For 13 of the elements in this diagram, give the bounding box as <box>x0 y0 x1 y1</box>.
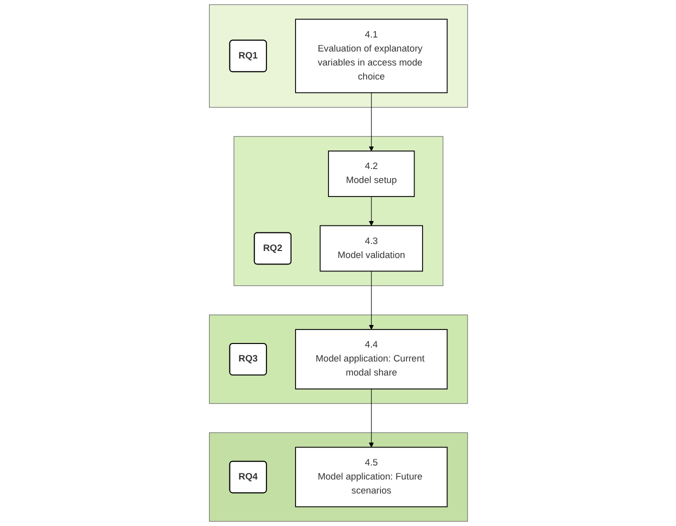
arrow <box>368 270 374 330</box>
cluster <box>208 314 468 404</box>
node-box: 4.4 Model application: Current modal share <box>294 329 448 390</box>
node-box: 4.1 Evaluation of explanatory variables in access mode choice <box>294 18 448 94</box>
arrow <box>368 388 374 448</box>
cluster <box>208 432 468 522</box>
cluster <box>208 4 468 108</box>
node-box: 4.2 Model setup <box>328 150 414 197</box>
node-box: 4.5 Model application: Future scenarios <box>294 446 448 508</box>
arrow <box>368 196 374 226</box>
node-box: 4.3 Model validation <box>319 225 423 272</box>
arrow <box>368 92 374 152</box>
cluster <box>233 136 443 286</box>
